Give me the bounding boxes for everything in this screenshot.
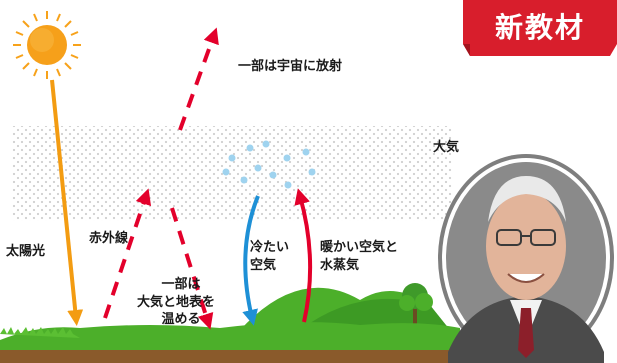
cold-air-arrow <box>242 195 260 326</box>
label-cold-air-line2: 空気 <box>250 257 277 273</box>
water-droplets <box>222 140 316 189</box>
sun-icon <box>13 11 81 79</box>
label-warm-air: 暖かい空気と 水蒸気 <box>320 239 398 274</box>
tree-icon <box>399 283 433 326</box>
label-sunlight: 太陽光 <box>6 244 46 259</box>
label-atmosphere: 大気 <box>433 140 460 155</box>
infrared-arrow-up <box>103 188 152 319</box>
label-warms-line1: 一部は <box>161 277 201 292</box>
banner-shape <box>463 0 617 56</box>
portrait-photo <box>438 154 614 363</box>
label-cold-air-line1: 冷たい <box>250 240 290 255</box>
label-warms-line3: 温める <box>161 312 201 328</box>
label-warms-line2: 大気と地表を <box>137 294 216 310</box>
soil-layer <box>0 350 470 363</box>
label-warm-air-line2: 水蒸気 <box>320 257 360 273</box>
label-infrared: 赤外線 <box>89 231 129 246</box>
atmosphere-band <box>12 126 452 221</box>
sunlight-arrow <box>50 79 84 326</box>
infrared-arrow-escape <box>178 27 219 131</box>
banner-title: 新教材 <box>494 11 585 44</box>
label-space-escape: 一部は宇宙に放射 <box>238 59 343 74</box>
label-cold-air: 冷たい 空気 <box>250 239 289 274</box>
label-warms: 一部は 大気と地表を 温める <box>137 276 215 329</box>
label-warm-air-line1: 暖かい空気と <box>320 240 399 255</box>
grass <box>0 322 460 352</box>
infrared-arrow-down <box>170 207 214 330</box>
warm-air-arrow <box>294 188 313 323</box>
